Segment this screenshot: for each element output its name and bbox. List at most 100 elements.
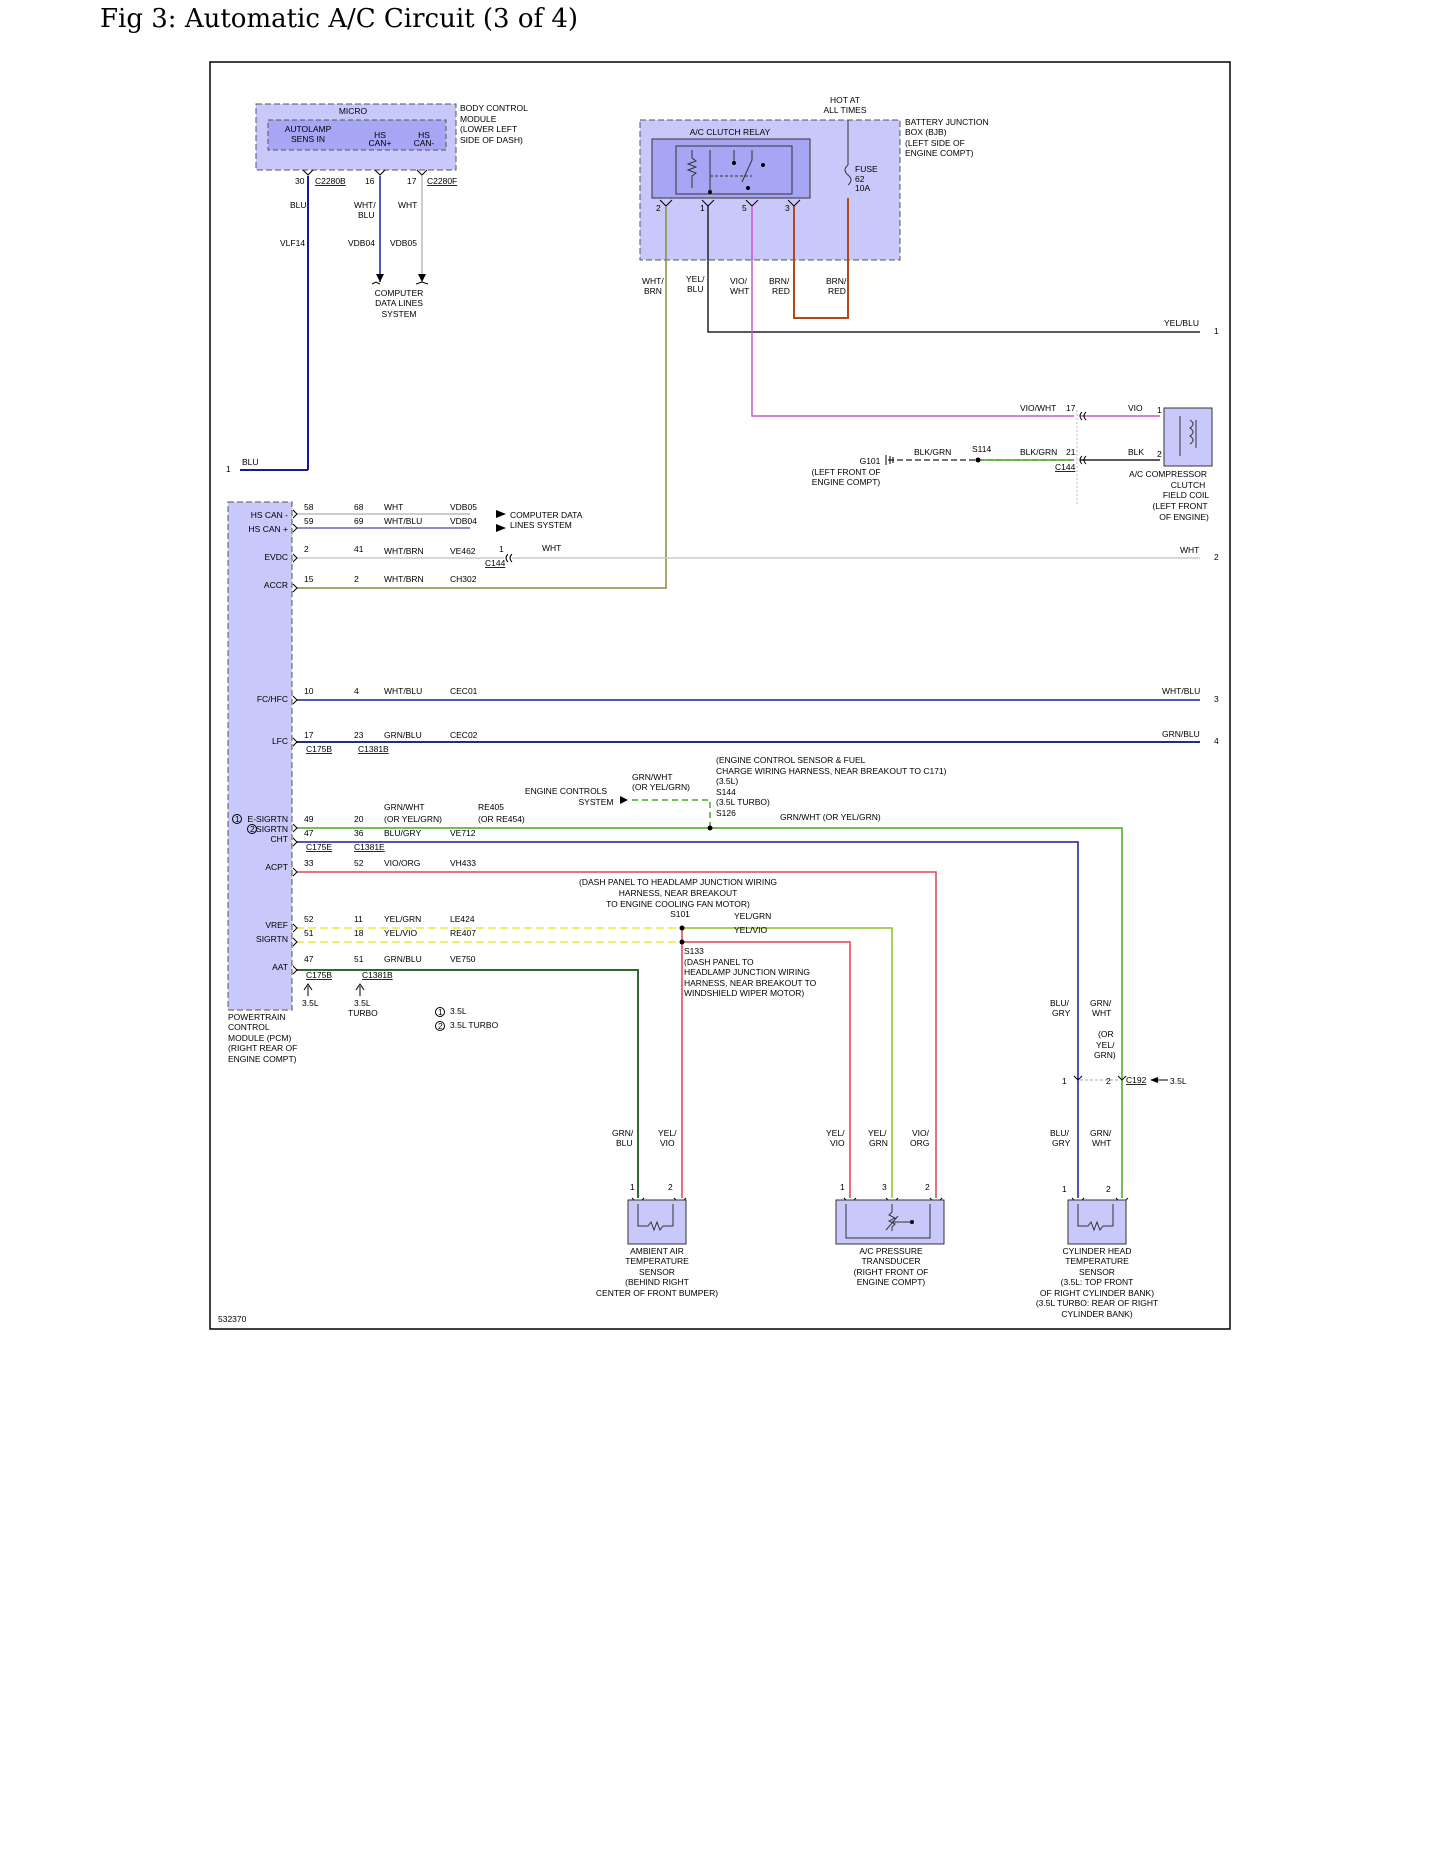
cylinder-head-sensor: BLU/ GRY GRN/ WHT (OR YEL/ GRN) 1 2 C192… (1036, 998, 1187, 1319)
row10-d: RE407 (450, 928, 476, 938)
aat-label-1: TEMPERATURE (625, 1256, 689, 1266)
compressor-area: YEL/BLU 1 VIO/WHT 17 VIO 1 BLK/GRN S114 … (811, 318, 1219, 522)
s133-1: (DASH PANEL TO (684, 957, 754, 967)
row9-c: YEL/GRN (384, 914, 421, 924)
row7-b: 36 (354, 828, 364, 838)
aat-label-2: SENSOR (639, 1267, 675, 1277)
g101-0: G101 (860, 456, 881, 466)
blkgrn-2: BLK/GRN (1020, 447, 1057, 457)
page-title: Fig 3: Automatic A/C Circuit (3 of 4) (100, 4, 579, 34)
coil-3: (LEFT FRONT (1152, 501, 1207, 511)
s144-1: CHARGE WIRING HARNESS, NEAR BREAKOUT TO … (716, 766, 947, 776)
acp-wire-0: YEL/ (826, 1128, 845, 1138)
bjb-wire-4: VIO/ (730, 276, 748, 286)
row10-b: 18 (354, 928, 364, 938)
cht-pin-1: 1 (1062, 1184, 1067, 1194)
pcm-pin-esigrtn: E-SIGRTN (248, 814, 288, 824)
whtblu-right: WHT/BLU (1162, 686, 1200, 696)
s133-0: S133 (684, 946, 704, 956)
cht-label-0: CYLINDER HEAD (1063, 1246, 1132, 1256)
pcm: HS CAN - HS CAN + EVDC ACCR FC/HFC LFC E… (227, 501, 1219, 1064)
row2-a: 2 (304, 544, 309, 554)
cht-wire-2: GRN/ (1090, 1128, 1112, 1138)
bjb-wire-6: BRN/ (769, 276, 790, 286)
sub2: (OR RE454) (478, 814, 525, 824)
bcm-label-0: BODY CONTROL (460, 103, 528, 113)
bcm-hscanp-2: CAN+ (369, 138, 392, 148)
pcm-pin-vref: VREF (265, 920, 288, 930)
c175e: C175E (306, 842, 332, 852)
pcm-pin-acpt: ACPT (265, 862, 288, 872)
row7-a: 47 (304, 828, 314, 838)
row4-d: CEC01 (450, 686, 478, 696)
s114: S114 (972, 444, 991, 454)
row10-c: YEL/VIO (384, 928, 417, 938)
ac-pressure-transducer: YEL/ VIO YEL/ GRN VIO/ ORG 1 3 2 A/C PRE… (826, 1128, 945, 1287)
pin-21: 21 (1066, 447, 1076, 457)
sub1: (OR YEL/GRN) (384, 814, 442, 824)
coil-2: FIELD COIL (1163, 490, 1210, 500)
cht-wire-0: BLU/ (1050, 1128, 1070, 1138)
aat-label-0: AMBIENT AIR (630, 1246, 684, 1256)
c175b-1: C175B (306, 744, 332, 754)
diagram-frame (209, 61, 1231, 1330)
bjb-wire-0: WHT/ (642, 276, 664, 286)
pin-17: 17 (1066, 403, 1076, 413)
pcm-pin-hscanm: HS CAN - (251, 510, 288, 520)
bcm-pin-16: 16 (365, 176, 375, 186)
c144-right: C144 (1055, 462, 1076, 472)
bcm-cdl-1: DATA LINES (375, 298, 423, 308)
c1381e: C1381E (354, 842, 385, 852)
row6-b: 20 (354, 814, 364, 824)
bjb-fuse-2: 10A (855, 183, 870, 193)
c144-pin: 1 (499, 544, 504, 554)
bjb-wire-3: BLU (687, 284, 704, 294)
bjb-label-1: BOX (BJB) (905, 127, 947, 137)
bjb-pin-5: 5 (742, 203, 747, 213)
aat-wire-1: BLU (616, 1138, 633, 1148)
bcm-micro: MICRO (339, 106, 368, 116)
wires (296, 198, 1200, 1198)
bjb-hot-0: HOT AT (830, 95, 860, 105)
cht-label-2: SENSOR (1079, 1267, 1115, 1277)
bcm-cdl-2: SYSTEM (382, 309, 417, 319)
row5-c: GRN/BLU (384, 730, 422, 740)
bcm-pin-17: 17 (407, 176, 417, 186)
bjb-label-3: ENGINE COMPT) (905, 148, 974, 158)
row6-a: 49 (304, 814, 314, 824)
yelblu-right: YEL/BLU (1164, 318, 1199, 328)
row2-c: WHT/BRN (384, 546, 424, 556)
bjb-pin-2: 2 (656, 203, 661, 213)
row7-d: VE712 (450, 828, 476, 838)
aat-pin-2: 2 (668, 1182, 673, 1192)
s144-4: (3.5L TURBO) (716, 797, 770, 807)
dash-0: (DASH PANEL TO HEADLAMP JUNCTION WIRING (579, 877, 777, 887)
pcm-pin-aat: AAT (272, 962, 288, 972)
row11-b: 51 (354, 954, 364, 964)
coil-pin-2: 2 (1157, 449, 1162, 459)
c144-mid: C144 (485, 558, 506, 568)
s133-3: HARNESS, NEAR BREAKOUT TO (684, 978, 817, 988)
svg-text:1: 1 (438, 1007, 443, 1017)
row6-d: RE405 (478, 802, 504, 812)
row10-a: 51 (304, 928, 314, 938)
bjb-hot-1: ALL TIMES (824, 105, 867, 115)
pcm-pin-hscanp: HS CAN + (249, 524, 288, 534)
pcm-pin-sigrtn1: SIGRTN (256, 824, 288, 834)
row11-d: VE750 (450, 954, 476, 964)
bjb-pin-3: 3 (785, 203, 790, 213)
bjb-label-0: BATTERY JUNCTION (905, 117, 989, 127)
cht-label-3: (3.5L: TOP FRONT (1061, 1277, 1134, 1287)
pcm-circle2: 2 (250, 824, 255, 834)
row0-d: VDB05 (450, 502, 477, 512)
wht-right: WHT (1180, 545, 1199, 555)
row5-a: 17 (304, 730, 314, 740)
row9-a: 52 (304, 914, 314, 924)
cht-top-5: YEL/ (1096, 1040, 1115, 1050)
bcm-wire-whtblu-2: BLU (358, 210, 375, 220)
s144-5: S126 (716, 808, 736, 818)
bcm-label-3: SIDE OF DASH) (460, 135, 523, 145)
bjb-wire-9: RED (828, 286, 846, 296)
row8-a: 33 (304, 858, 314, 868)
bjb-wire-1: BRN (644, 286, 662, 296)
